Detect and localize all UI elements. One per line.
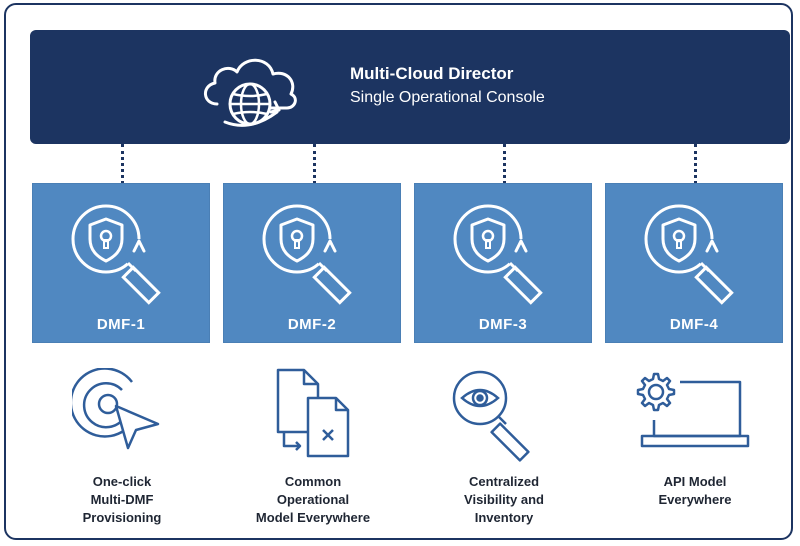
feature-label-visibility: Centralized Visibility and Inventory (464, 474, 544, 525)
dmf-label: DMF-2 (287, 316, 337, 333)
cloud-globe-icon (204, 58, 297, 127)
shield-lock-magnifier-icon (71, 204, 161, 305)
eye-magnifier-icon (452, 370, 530, 462)
connector-line (313, 144, 316, 184)
header-subtitle: Single Operational Console (350, 89, 545, 106)
documents-icon (276, 368, 350, 458)
multi-cloud-director-banner: Multi-Cloud Director Single Operational … (30, 30, 790, 144)
connector-line (694, 144, 697, 184)
dmf-label: DMF-1 (96, 316, 146, 333)
dmf-label: DMF-3 (478, 316, 528, 333)
dmf-node-3: DMF-3 (414, 183, 592, 343)
dmf-label: DMF-4 (669, 316, 719, 333)
header-title: Multi-Cloud Director (350, 64, 514, 83)
dmf-node-2: DMF-2 (223, 183, 401, 343)
gear-laptop-icon (636, 372, 750, 448)
shield-lock-magnifier-icon (644, 204, 734, 305)
connector-line (121, 144, 124, 184)
feature-label-operational-model: Common Operational Model Everywhere (255, 474, 371, 525)
shield-lock-magnifier-icon (262, 204, 352, 305)
connector-line (503, 144, 506, 184)
dmf-node-4: DMF-4 (605, 183, 783, 343)
shield-lock-magnifier-icon (453, 204, 543, 305)
dmf-node-1: DMF-1 (32, 183, 210, 343)
feature-label-provisioning: One-click Multi-DMF Provisioning (82, 474, 162, 525)
feature-label-api-model: API Model Everywhere (658, 474, 732, 507)
target-cursor-icon (72, 368, 160, 450)
